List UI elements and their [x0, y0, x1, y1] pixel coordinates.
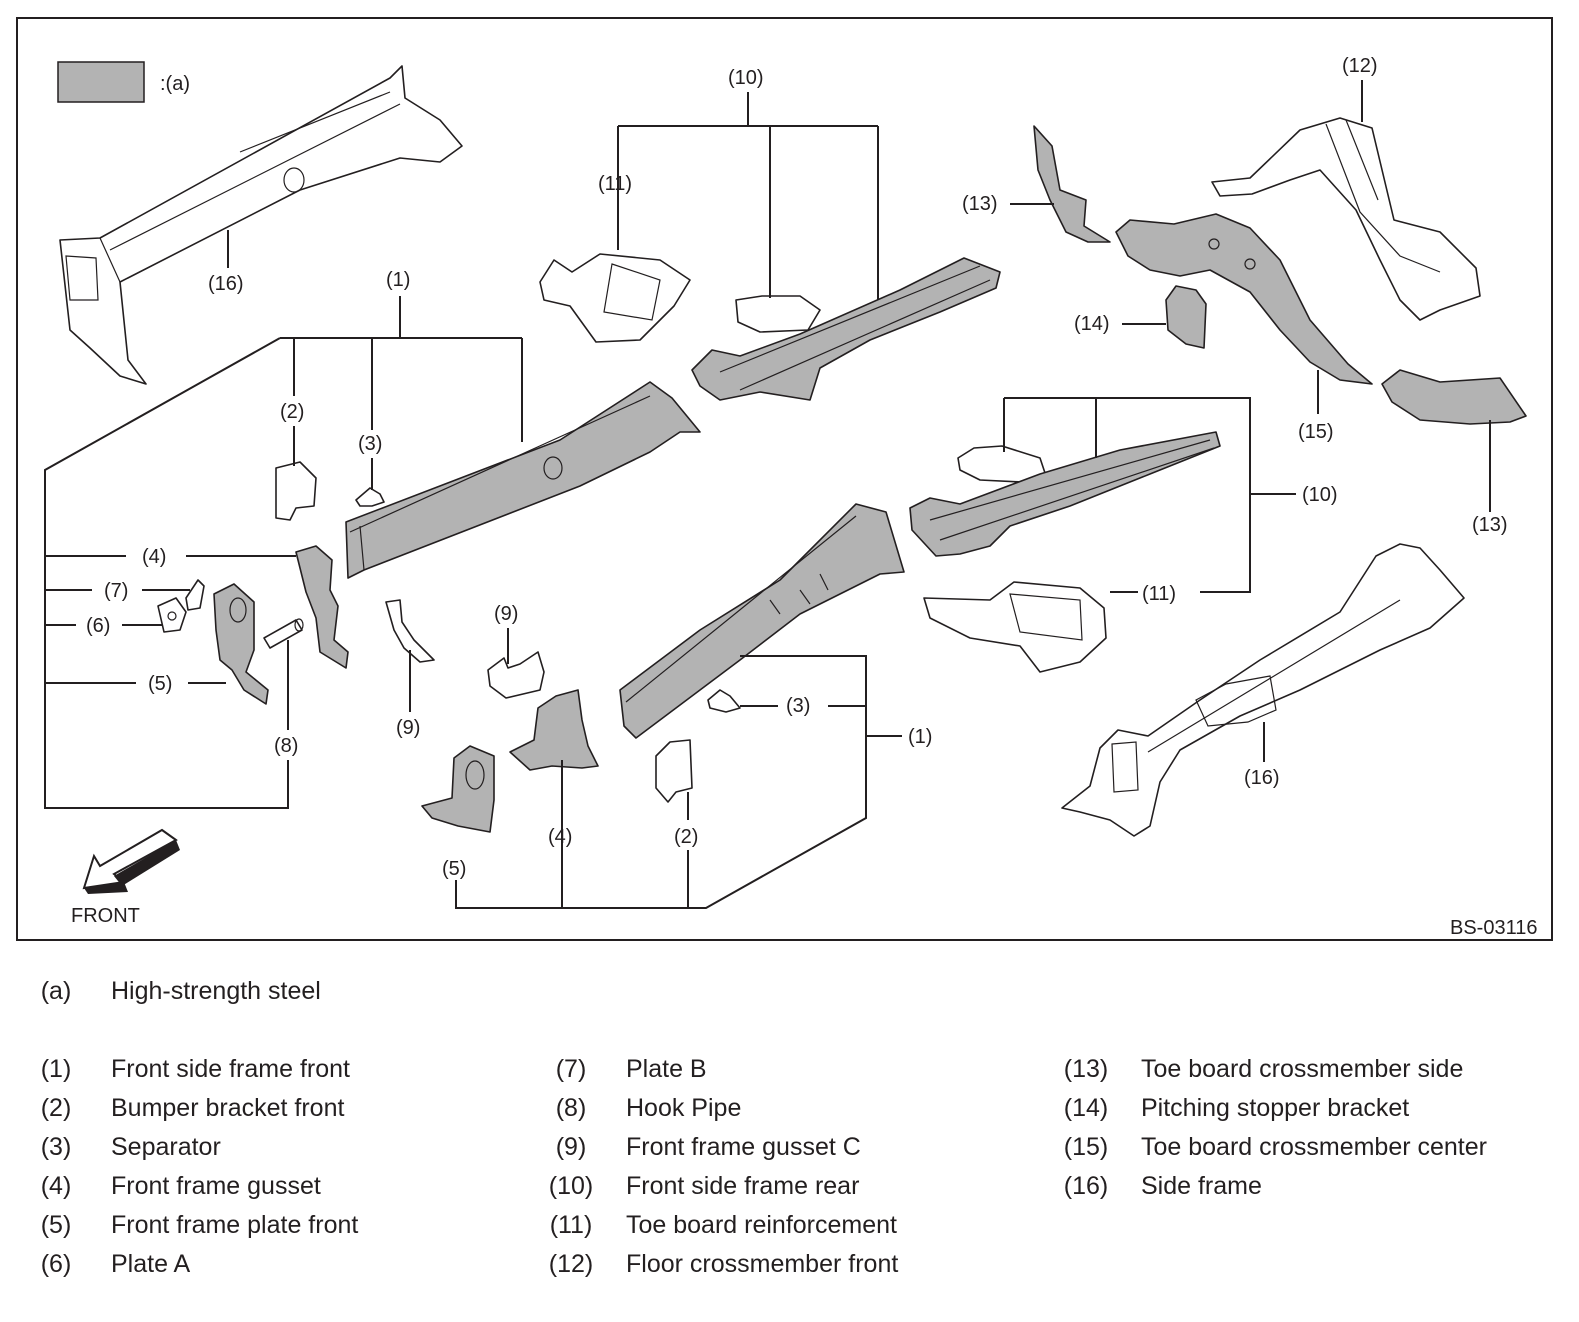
- legend-item-text: Toe board crossmember side: [1141, 1055, 1464, 1083]
- callout-11-lower: (11): [1142, 583, 1176, 605]
- part-11-toe-board-reinforcement-lower: [923, 581, 1107, 673]
- part-9-gusset-c-left: [385, 599, 435, 663]
- callout-9-left: (9): [396, 717, 420, 739]
- callout-16-upper: (16): [208, 273, 244, 295]
- figure-code: BS-03116: [1450, 917, 1537, 939]
- diagram-border: [16, 17, 1553, 941]
- legend-item-text: Front frame gusset C: [626, 1133, 861, 1161]
- part-10-front-side-frame-rear-lower: [909, 431, 1221, 557]
- callout-1-upper: (1): [386, 269, 410, 291]
- part-10-front-side-frame-rear-upper: [691, 257, 1001, 401]
- callout-10-lower: (10): [1302, 484, 1338, 506]
- parts-diagram: :(a): [16, 17, 1553, 941]
- legend-item-text: Toe board crossmember center: [1141, 1133, 1487, 1161]
- callout-1-lower: (1): [908, 726, 932, 748]
- legend-item-text: Bumper bracket front: [111, 1094, 345, 1122]
- part-16-side-frame-right: [1061, 543, 1465, 837]
- legend-item-num: (12): [548, 1250, 594, 1278]
- part-7-plate-b: [185, 579, 205, 611]
- callout-13-lower: (13): [1472, 514, 1508, 536]
- legend-item-num: (7): [555, 1055, 587, 1083]
- part-4-front-frame-gusset-left: [295, 545, 349, 669]
- part-4-front-frame-gusset-right: [509, 689, 599, 771]
- high-strength-swatch: [57, 61, 145, 103]
- callout-3-upper: (3): [358, 433, 382, 455]
- part-2-bumper-bracket-upper: [275, 461, 317, 521]
- legend-item-num: (15): [1063, 1133, 1109, 1161]
- legend-item-num: (4): [40, 1172, 72, 1200]
- part-3-separator-upper: [355, 487, 385, 507]
- callout-2-lower: (2): [674, 826, 698, 848]
- callout-4-right: (4): [548, 826, 572, 848]
- callout-5-right: (5): [442, 858, 466, 880]
- callout-4-left: (4): [142, 546, 166, 568]
- part-1-front-side-frame-right: [619, 503, 905, 739]
- part-12-floor-crossmember-front: [1211, 117, 1481, 321]
- legend-item-num: (2): [40, 1094, 72, 1122]
- part-10-bracket-upper: [735, 295, 821, 333]
- callout-9-right: (9): [494, 603, 518, 625]
- legend-item-text: Separator: [111, 1133, 221, 1161]
- legend-item-num: (5): [40, 1211, 72, 1239]
- legend-item-text: Front frame plate front: [111, 1211, 359, 1239]
- part-2-bumper-bracket-lower: [655, 739, 693, 803]
- legend-item-num: (1): [40, 1055, 72, 1083]
- legend-item-num: (16): [1063, 1172, 1109, 1200]
- legend-key-text: High-strength steel: [111, 977, 321, 1005]
- key-label: :(a): [160, 73, 190, 95]
- callout-12: (12): [1342, 55, 1378, 77]
- legend-item-text: Front side frame rear: [626, 1172, 860, 1200]
- callout-14: (14): [1074, 313, 1110, 335]
- part-15-toe-board-crossmember-center: [1115, 213, 1373, 385]
- legend-item-num: (9): [555, 1133, 587, 1161]
- legend-item-text: Hook Pipe: [626, 1094, 742, 1122]
- legend-item-num: (14): [1063, 1094, 1109, 1122]
- part-1-front-side-frame-front: [345, 381, 701, 579]
- callout-11-upper: (11): [598, 173, 632, 195]
- legend-item-num: (13): [1063, 1055, 1109, 1083]
- callout-13-upper: (13): [962, 193, 998, 215]
- part-9-gusset-c-right: [487, 651, 545, 699]
- callout-8: (8): [274, 735, 298, 757]
- callout-6: (6): [86, 615, 110, 637]
- legend-item-num: (8): [555, 1094, 587, 1122]
- legend-item-text: Floor crossmember front: [626, 1250, 899, 1278]
- front-label: FRONT: [71, 905, 140, 927]
- part-11-toe-board-reinforcement-upper: [539, 253, 691, 343]
- legend-item-text: Pitching stopper bracket: [1141, 1094, 1410, 1122]
- front-arrow-icon: [82, 828, 180, 894]
- callout-5-left: (5): [148, 673, 172, 695]
- legend-item-text: Side frame: [1141, 1172, 1262, 1200]
- part-5-front-frame-plate-left: [213, 583, 269, 705]
- part-5-front-frame-plate-right: [421, 745, 495, 833]
- legend-item-text: Front side frame front: [111, 1055, 350, 1083]
- callout-7: (7): [104, 580, 128, 602]
- part-6-plate-a: [157, 597, 187, 633]
- part-14-pitching-stopper-bracket: [1165, 285, 1207, 349]
- part-13-toe-board-crossmember-side-lower: [1381, 369, 1527, 425]
- legend-item-text: Plate B: [626, 1055, 707, 1083]
- legend-key-num: (a): [40, 977, 72, 1005]
- legend-item-text: Toe board reinforcement: [626, 1211, 897, 1239]
- callout-3-lower: (3): [786, 695, 810, 717]
- legend-item-num: (6): [40, 1250, 72, 1278]
- legend-item-text: Front frame gusset: [111, 1172, 321, 1200]
- legend-item-num: (10): [548, 1172, 594, 1200]
- part-3-separator-lower: [707, 689, 741, 713]
- legend-item-text: Plate A: [111, 1250, 191, 1278]
- callout-2-upper: (2): [280, 401, 304, 423]
- part-13-toe-board-crossmember-side-upper: [1033, 125, 1111, 243]
- part-8-hook-pipe: [263, 618, 304, 649]
- legend-item-num: (3): [40, 1133, 72, 1161]
- part-16-side-frame-left: [59, 65, 463, 385]
- callout-16-lower: (16): [1244, 767, 1280, 789]
- callout-15: (15): [1298, 421, 1334, 443]
- legend-item-num: (11): [549, 1211, 593, 1239]
- callout-10-upper: (10): [728, 67, 764, 89]
